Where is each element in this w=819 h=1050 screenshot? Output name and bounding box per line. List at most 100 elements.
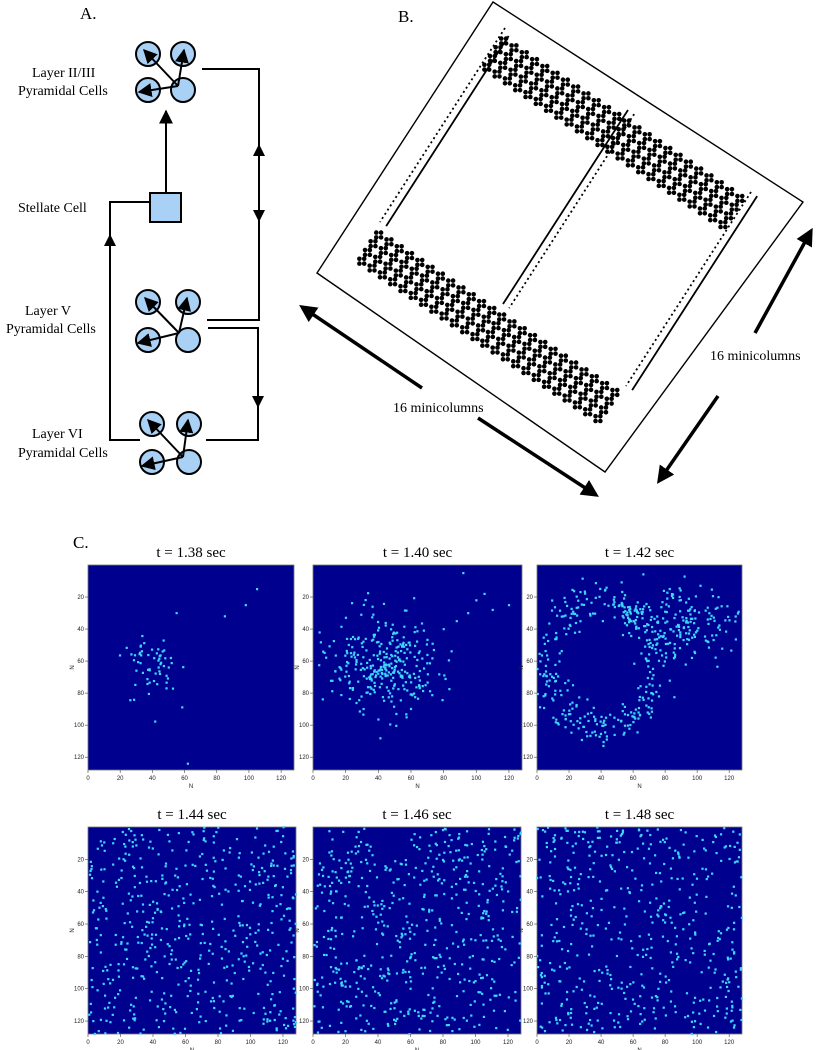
spike-point (368, 677, 372, 681)
spike-point (427, 993, 430, 997)
feedback-loops (104, 68, 265, 441)
neuron-cluster-icon (500, 352, 511, 362)
spike-point (650, 692, 653, 695)
spike-point (361, 927, 364, 930)
spike-point (173, 1032, 176, 1035)
spike-point (712, 1014, 716, 1018)
x-tick-label: 80 (662, 1040, 669, 1046)
spike-point (139, 651, 142, 654)
neuron-cluster-icon (414, 282, 424, 292)
spike-point (404, 859, 407, 862)
spike-point (617, 937, 620, 940)
spike-point (406, 689, 409, 692)
spike-point (392, 631, 395, 634)
spike-point (540, 654, 544, 657)
spike-point (316, 1031, 320, 1034)
spike-point (739, 968, 742, 971)
spike-point (345, 649, 348, 653)
spike-point (567, 679, 570, 682)
spike-point (729, 957, 732, 960)
spike-point (273, 1018, 276, 1022)
spike-point (438, 673, 441, 676)
spike-point (334, 981, 337, 984)
spike-point (248, 926, 252, 929)
spike-point (344, 985, 347, 988)
spike-point (604, 927, 607, 930)
spike-point (288, 928, 291, 931)
spike-point (623, 724, 627, 727)
spike-point (109, 982, 112, 985)
spike-point (223, 615, 226, 618)
spike-point (622, 611, 625, 614)
neuron-cluster-icon (719, 195, 729, 205)
spike-point (498, 957, 501, 961)
spike-point (605, 735, 608, 738)
neuron-cluster-icon (429, 304, 439, 314)
spike-point (408, 641, 411, 644)
spike-point (161, 977, 164, 980)
spike-point (210, 895, 214, 898)
spike-point (675, 935, 679, 938)
spike-point (162, 664, 166, 668)
spike-point (610, 867, 614, 871)
spike-point (544, 692, 547, 696)
spike-point (267, 928, 270, 931)
spike-point (362, 707, 365, 711)
spike-point (348, 697, 351, 701)
spike-point (539, 959, 542, 962)
spike-point (731, 1006, 734, 1009)
spike-point (413, 844, 416, 847)
spike-point (396, 639, 399, 642)
spike-point (113, 837, 116, 841)
spike-point (266, 1020, 269, 1023)
spike-point (461, 859, 464, 862)
spike-point (733, 951, 736, 954)
spike-point (105, 909, 108, 912)
neuron-cluster-icon (589, 374, 599, 384)
neuron-cluster-icon (682, 183, 693, 194)
spike-point (622, 733, 625, 736)
spike-point (388, 906, 391, 910)
spike-point (659, 840, 662, 843)
spike-point (330, 850, 334, 853)
spike-point (95, 927, 98, 930)
neuron-cluster-icon (598, 405, 609, 415)
spike-point (580, 603, 583, 606)
spike-point (633, 712, 636, 715)
spike-point (481, 992, 484, 995)
spike-point (638, 699, 641, 702)
spike-point (276, 829, 279, 832)
spike-point (491, 887, 494, 890)
spike-point (588, 854, 591, 857)
spike-point (633, 609, 636, 612)
spike-point (281, 835, 285, 838)
spike-point (348, 680, 351, 683)
spike-point (547, 992, 550, 995)
neuron-cluster-icon (593, 413, 603, 424)
spike-point (453, 962, 456, 966)
neuron-cluster-icon (491, 321, 501, 331)
spike-point (207, 962, 210, 965)
spike-point (464, 873, 468, 877)
neuron-cluster-icon (582, 407, 593, 417)
spike-point (381, 696, 384, 699)
spike-point (610, 938, 613, 941)
neuron-cluster-icon (465, 316, 475, 326)
spike-point (176, 876, 180, 879)
spike-point (726, 905, 730, 908)
spike-point (96, 989, 99, 992)
spike-point (564, 726, 567, 729)
bottom-dimension-arrow-right (477, 416, 599, 497)
spike-point (390, 653, 393, 657)
spike-point (712, 616, 715, 619)
spike-point (629, 620, 633, 623)
neuron-cluster-icon (496, 312, 507, 322)
spike-point (386, 979, 389, 982)
spike-point (261, 963, 264, 967)
spike-point (404, 681, 407, 684)
spike-point (294, 922, 297, 925)
spike-point (519, 1019, 522, 1022)
spike-point (544, 664, 547, 667)
spike-point (118, 989, 122, 992)
spike-point (156, 908, 159, 911)
